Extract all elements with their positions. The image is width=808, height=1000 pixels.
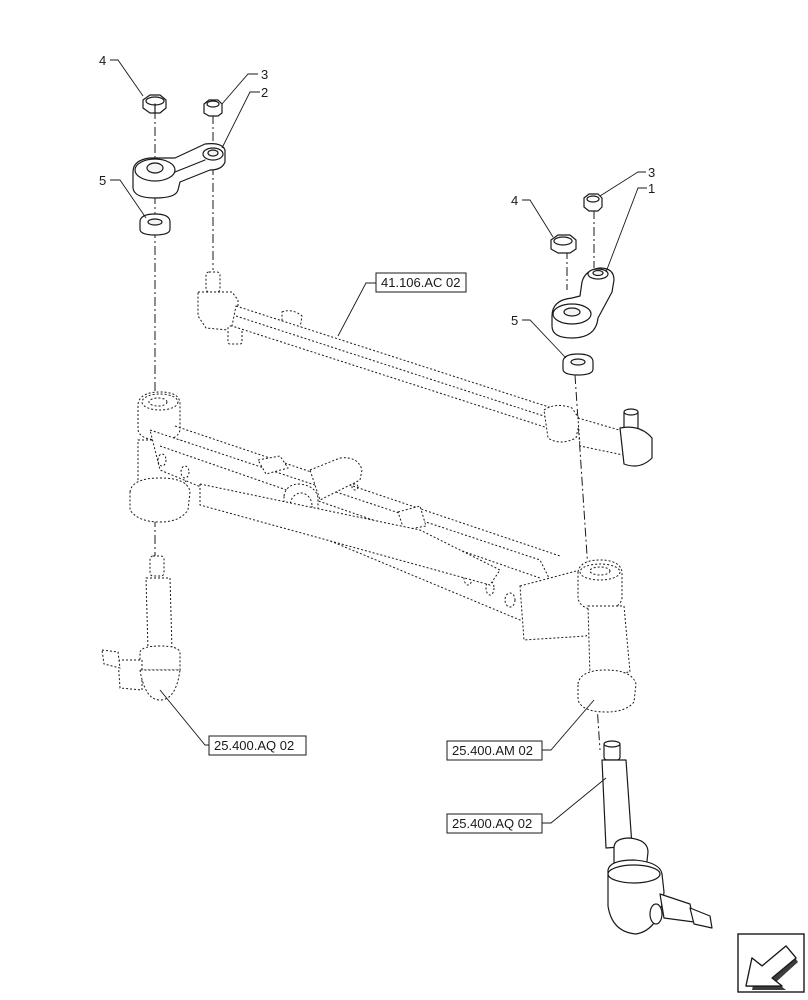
reference-axle[interactable]: 25.400.AM 02 [446, 740, 543, 761]
left-washer-5 [139, 213, 171, 236]
left-steering-arm-2 [132, 143, 226, 199]
next-page-arrow-icon[interactable] [737, 933, 805, 993]
reference-right-spindle-label: 25.400.AQ 02 [452, 816, 532, 831]
callout-2-left: 2 [261, 85, 268, 100]
callout-5-left: 5 [99, 173, 106, 188]
callout-3-left: 3 [261, 67, 268, 82]
reference-left-spindle-label: 25.400.AQ 02 [214, 738, 294, 753]
right-washer-5 [562, 353, 594, 376]
reference-tie-rod[interactable]: 41.106.AC 02 [375, 272, 467, 293]
left-nut-4 [142, 94, 167, 114]
callout-1-right: 1 [648, 181, 655, 196]
callout-labels: 4 3 2 5 3 1 4 5 [99, 53, 655, 328]
right-nut-4 [550, 234, 577, 254]
left-nut-3 [203, 99, 223, 117]
callout-5-right: 5 [511, 313, 518, 328]
leader-lines [110, 59, 647, 824]
right-nut-3 [583, 193, 603, 212]
reference-tie-rod-label: 41.106.AC 02 [381, 275, 461, 290]
callout-3-right: 3 [648, 165, 655, 180]
tie-rod [197, 271, 653, 467]
right-steering-arm-1 [551, 267, 615, 339]
reference-right-spindle[interactable]: 25.400.AQ 02 [446, 813, 543, 834]
reference-left-spindle[interactable]: 25.400.AQ 02 [208, 735, 307, 756]
left-spindle [101, 555, 181, 701]
reference-axle-label: 25.400.AM 02 [452, 743, 533, 758]
right-spindle [601, 740, 713, 935]
callout-4-left: 4 [99, 53, 106, 68]
callout-4-right: 4 [511, 193, 518, 208]
axle-beam [129, 391, 637, 713]
